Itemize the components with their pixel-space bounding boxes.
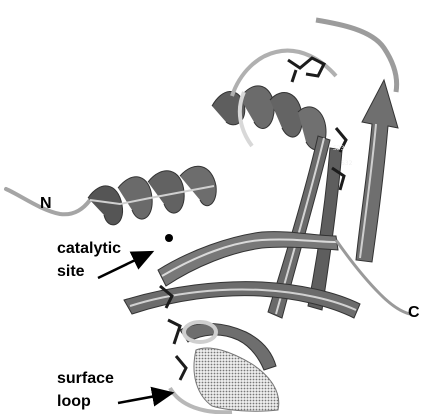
- helix-2: [212, 86, 326, 150]
- n-terminus-label: N: [40, 195, 52, 212]
- surface-loop-arrow: [118, 393, 172, 403]
- catalytic-site-label-line2: site: [57, 263, 85, 280]
- surface-loop-label-line1: surface: [57, 370, 114, 387]
- residue-tag-b: S32: [341, 160, 353, 167]
- beta-sheet-band: [158, 232, 338, 286]
- residue-sticks-top: [288, 58, 324, 82]
- helix-1: [88, 166, 216, 225]
- c-terminus-label: C: [408, 304, 420, 321]
- catalytic-site-dot: [165, 234, 173, 242]
- surface-loop-label-line2: loop: [57, 393, 91, 410]
- residue-tag-a: S23: [333, 145, 345, 152]
- catalytic-site-label-line1: catalytic: [57, 240, 121, 257]
